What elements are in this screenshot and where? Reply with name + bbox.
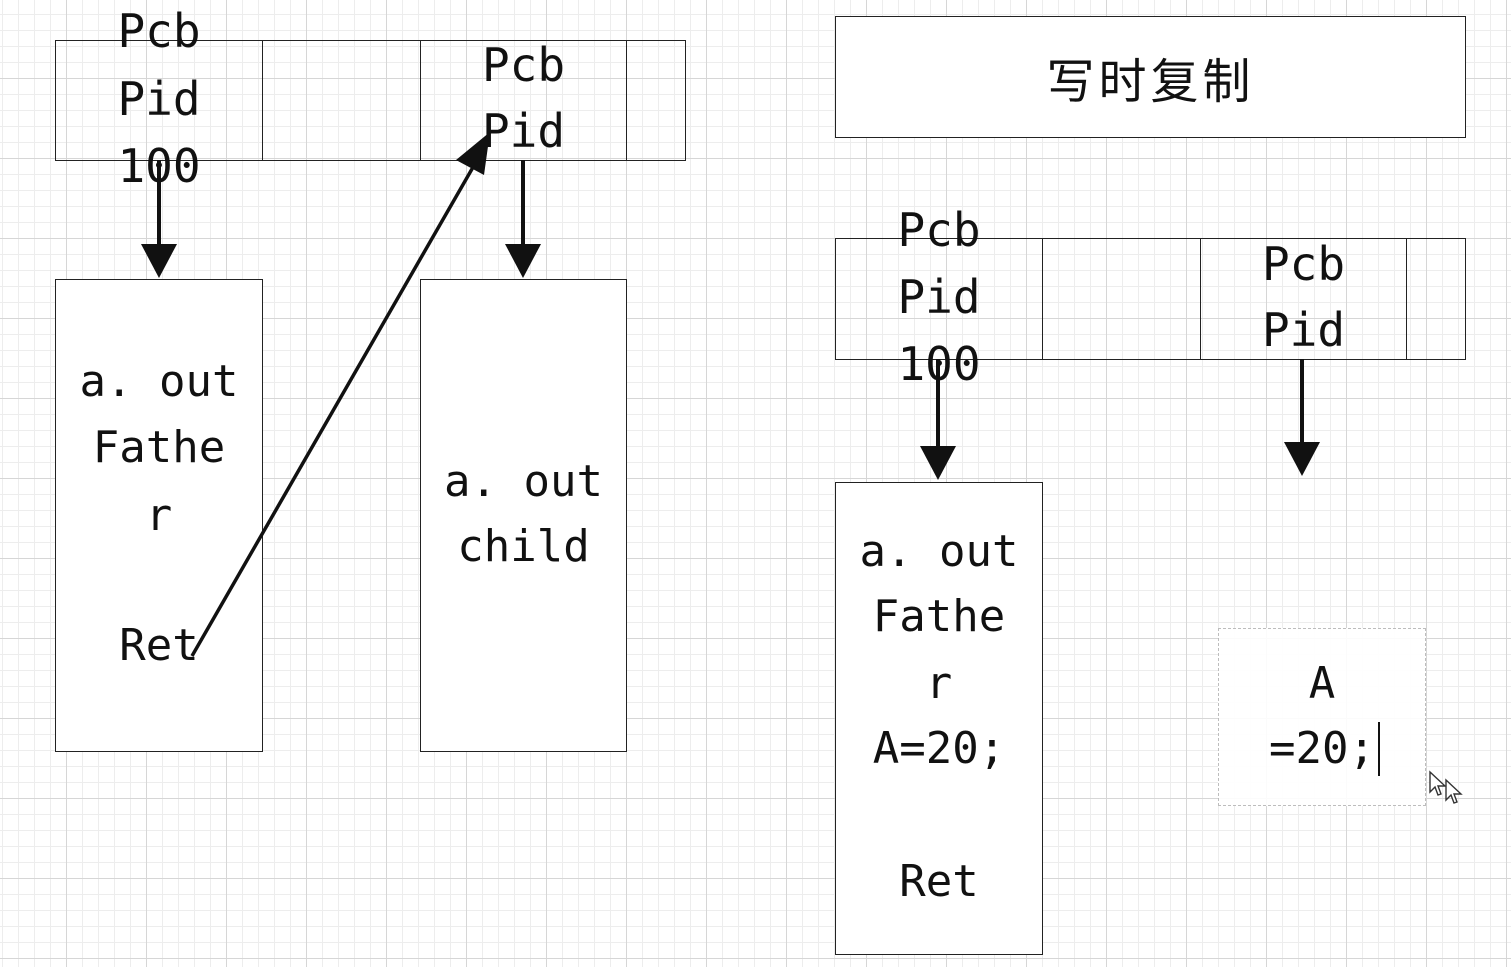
right-father-mem-line2: Fathe xyxy=(872,591,1006,642)
left-father-mem-line2: Fathe xyxy=(92,422,226,473)
left-child-mem-line2: child xyxy=(457,521,590,572)
right-father-mem-line5: Ret xyxy=(899,856,979,907)
right-father-mem-line3: r xyxy=(925,658,953,709)
right-father-mem-line4: A=20; xyxy=(872,723,1006,774)
arrow-right-child-down xyxy=(1284,359,1320,476)
text-caret xyxy=(1378,722,1380,776)
right-pcb-child-line1: Pcb xyxy=(1261,237,1346,291)
right-father-mem-line1: a. out xyxy=(859,526,1019,577)
arrow-left-child-down xyxy=(505,160,541,278)
left-father-memory-box xyxy=(55,279,263,752)
left-pcb-child-line2: Pid xyxy=(481,104,566,158)
right-child-edit-line2[interactable]: =20; xyxy=(1269,723,1375,774)
right-child-edit-line1[interactable]: A xyxy=(1308,658,1336,709)
left-pcb-child-line1: Pcb xyxy=(481,38,566,92)
left-child-mem-line1: a. out xyxy=(444,456,603,507)
arrow-right-father-down xyxy=(920,359,956,480)
left-father-mem-line4: Ret xyxy=(119,620,199,671)
left-pcb-cell-end xyxy=(626,40,686,161)
right-pcb-cell-end xyxy=(1406,238,1466,360)
left-father-mem-line1: a. out xyxy=(79,356,239,407)
arrow-ret-to-child-pid xyxy=(190,132,490,657)
right-pcb-child-line2: Pid xyxy=(1261,303,1346,357)
right-title-box: 写时复制 xyxy=(835,16,1466,138)
right-child-edit-box[interactable] xyxy=(1218,628,1426,806)
left-father-mem-line3: r xyxy=(145,490,173,541)
left-pcb-father-line1: Pcb xyxy=(117,4,201,58)
left-pcb-father-line2: Pid xyxy=(117,72,201,126)
right-father-memory-box xyxy=(835,482,1043,955)
arrow-left-father-down xyxy=(141,160,177,278)
right-pcb-father-line2: Pid xyxy=(897,270,981,324)
right-pcb-father-line1: Pcb xyxy=(897,203,981,257)
mouse-pointer-icon xyxy=(1428,770,1468,809)
right-title-text: 写时复制 xyxy=(1046,54,1255,110)
left-child-memory-box xyxy=(420,279,627,752)
